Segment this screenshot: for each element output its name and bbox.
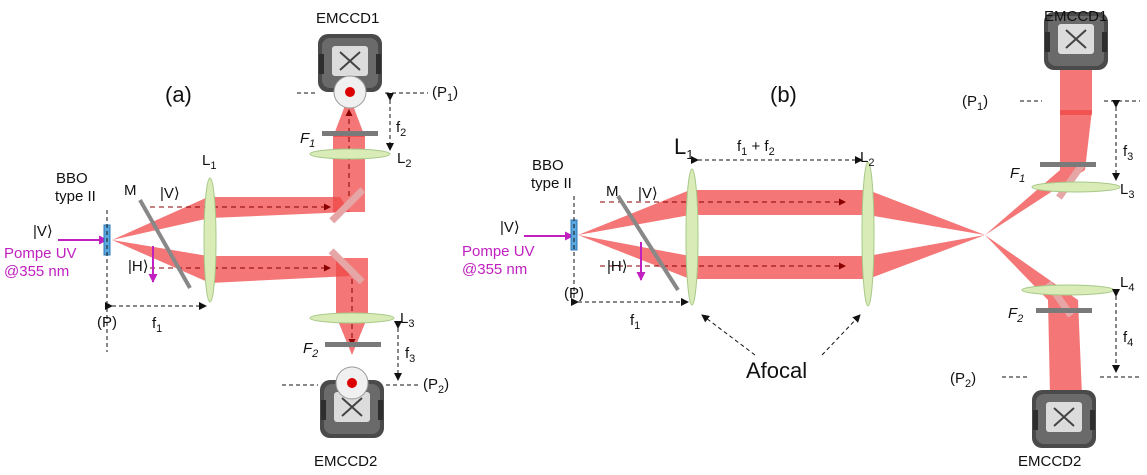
beam-b-upper xyxy=(578,190,985,235)
filter-b-f2-label: F2 xyxy=(1008,305,1023,325)
panel-b: (b) |V⟩ Pompe UV @355 nm BBO type II M |… xyxy=(462,8,1140,470)
pol-h-label: |H⟩ xyxy=(128,258,149,275)
fold-mirror-bottom xyxy=(328,248,365,285)
beam-focus-top xyxy=(333,95,365,137)
focal-f1-label: f1 xyxy=(152,315,162,335)
lens-b-l1-label: L1 xyxy=(674,134,693,162)
lens-l3 xyxy=(309,312,395,324)
lens-b-l4 xyxy=(1021,284,1115,296)
afocal-label: Afocal xyxy=(746,358,807,383)
camera-b-bottom-label: EMCCD2 xyxy=(1018,453,1081,470)
mirror-b-label: M xyxy=(606,183,619,200)
filter-f2 xyxy=(325,342,381,347)
pol-b-v-label: |V⟩ xyxy=(638,185,658,202)
camera-emccd1 xyxy=(317,33,383,109)
pol-v-label: |V⟩ xyxy=(160,185,180,202)
plane-b-p2-label: (P2) xyxy=(950,370,976,390)
panel-a: (a) |V⟩ Pompe UV @355 nm BBO type II M |… xyxy=(4,10,458,470)
focal-sum-label: f1 + f2 xyxy=(737,138,775,158)
plane-p1-label: (P1) xyxy=(432,84,458,104)
lens-l2 xyxy=(309,148,391,160)
pump-label-2: @355 nm xyxy=(4,263,69,280)
lens-b-l2-label: L2 xyxy=(860,149,874,169)
panel-a-tag: (a) xyxy=(165,82,192,107)
lens-b-l2 xyxy=(861,161,875,307)
pump-label-1: Pompe UV xyxy=(4,245,77,262)
plane-b-p-label: (P) xyxy=(564,285,584,302)
beam-upper-path xyxy=(112,197,350,240)
filter-b-f1-label: F1 xyxy=(1010,165,1025,185)
focal-f3-label: f3 xyxy=(405,345,415,365)
afocal-arrow-right xyxy=(821,314,861,356)
beam-b-down-arm xyxy=(985,235,1082,395)
lens-b-l3 xyxy=(1031,181,1121,193)
filter-f2-label: F2 xyxy=(303,340,318,360)
focal-b-f4-label: f4 xyxy=(1123,329,1133,349)
pump-b-label-1: Pompe UV xyxy=(462,243,535,260)
focal-f2-label: f2 xyxy=(396,119,406,139)
filter-f1 xyxy=(322,131,378,136)
fold-mirror-top xyxy=(329,187,366,224)
plane-p2-label: (P2) xyxy=(423,376,449,396)
panel-b-tag: (b) xyxy=(770,82,797,107)
pump-pol-label: |V⟩ xyxy=(33,223,53,240)
pump-b-label-2: @355 nm xyxy=(462,261,527,278)
plane-p-label: (P) xyxy=(97,314,117,331)
lens-l2-label: L2 xyxy=(397,150,411,170)
camera-b-emccd2 xyxy=(1031,389,1097,449)
focal-b-f3-label: f3 xyxy=(1123,143,1133,163)
camera-top-label: EMCCD1 xyxy=(316,10,379,27)
focal-b-f1-label: f1 xyxy=(630,312,640,332)
afocal-arrow-left xyxy=(701,314,756,356)
filter-b-f2 xyxy=(1036,308,1092,313)
bbo-b-label: BBO xyxy=(532,157,564,174)
camera-b-top-label: EMCCD1 xyxy=(1044,8,1107,25)
lens-l3-label: L3 xyxy=(400,310,414,330)
filter-b-f1 xyxy=(1040,162,1096,167)
camera-emccd2 xyxy=(319,366,385,439)
beam-b-lower xyxy=(578,235,985,279)
bbo-b-type-label: type II xyxy=(531,175,572,192)
lens-b-l4-label: L4 xyxy=(1120,274,1134,294)
bbo-label: BBO xyxy=(56,170,88,187)
filter-f1-label: F1 xyxy=(300,130,315,150)
lens-l1 xyxy=(203,177,217,303)
beam-b-up-arm xyxy=(985,110,1092,235)
lens-b-l3-label: L3 xyxy=(1120,181,1134,201)
pol-b-h-label: |H⟩ xyxy=(607,258,628,275)
plane-b-p1-label: (P1) xyxy=(962,93,988,113)
lens-b-l1 xyxy=(685,168,699,306)
camera-bottom-label: EMCCD2 xyxy=(314,453,377,470)
mirror-b-m xyxy=(616,194,680,292)
lens-l1-label: L1 xyxy=(202,152,216,172)
beam-lower-path xyxy=(112,240,350,283)
mirror-m xyxy=(138,199,192,289)
mirror-label: M xyxy=(124,182,137,199)
beam-b-top-col xyxy=(1060,65,1092,115)
pump-b-pol-label: |V⟩ xyxy=(500,219,520,236)
bbo-type-label: type II xyxy=(55,188,96,205)
